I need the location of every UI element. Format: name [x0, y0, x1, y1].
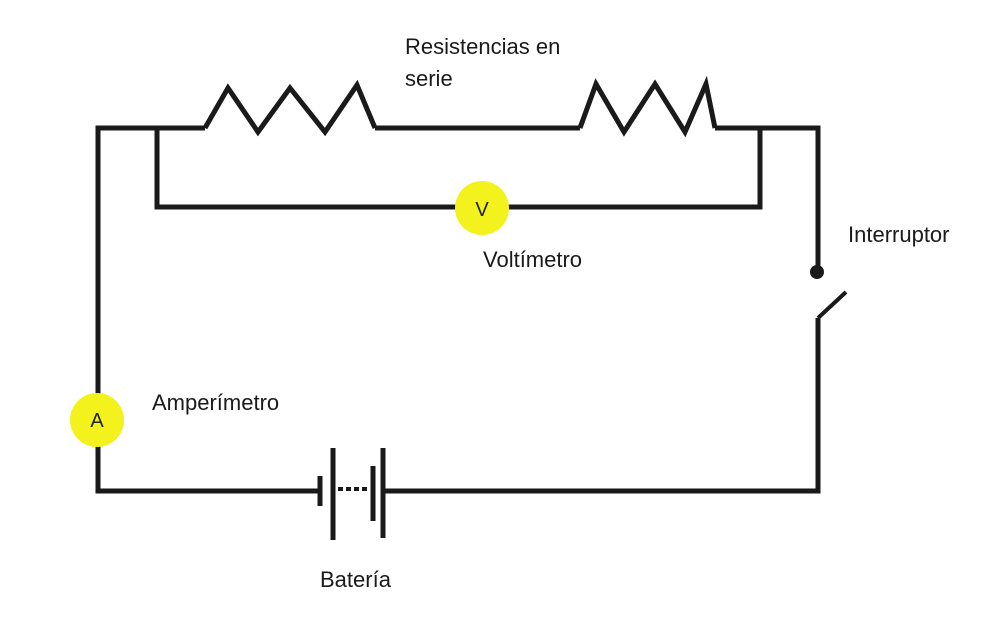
wire-bottom-left	[95, 445, 320, 494]
voltmeter-label: Voltímetro	[483, 247, 583, 272]
battery-label: Batería	[320, 567, 391, 592]
switch-blade	[816, 290, 848, 320]
ammeter: A	[70, 393, 124, 447]
resistors-label-line1: Resistencias en	[405, 34, 561, 59]
switch-label: Interruptor	[848, 222, 950, 247]
voltmeter-circle	[455, 181, 509, 235]
resistor-1	[202, 79, 378, 137]
resistors-label-line2: serie	[405, 66, 453, 91]
voltmeter: V	[455, 181, 509, 235]
switch-pivot	[810, 265, 824, 279]
ammeter-label: Amperímetro	[152, 390, 280, 415]
ammeter-circle	[70, 393, 124, 447]
wire-top-left	[95, 125, 205, 398]
ammeter-symbol: A	[90, 410, 104, 432]
wire-top-right	[715, 125, 821, 270]
resistor-2	[577, 75, 718, 138]
wire-right-bottom	[384, 318, 821, 494]
voltmeter-symbol: V	[475, 199, 489, 221]
